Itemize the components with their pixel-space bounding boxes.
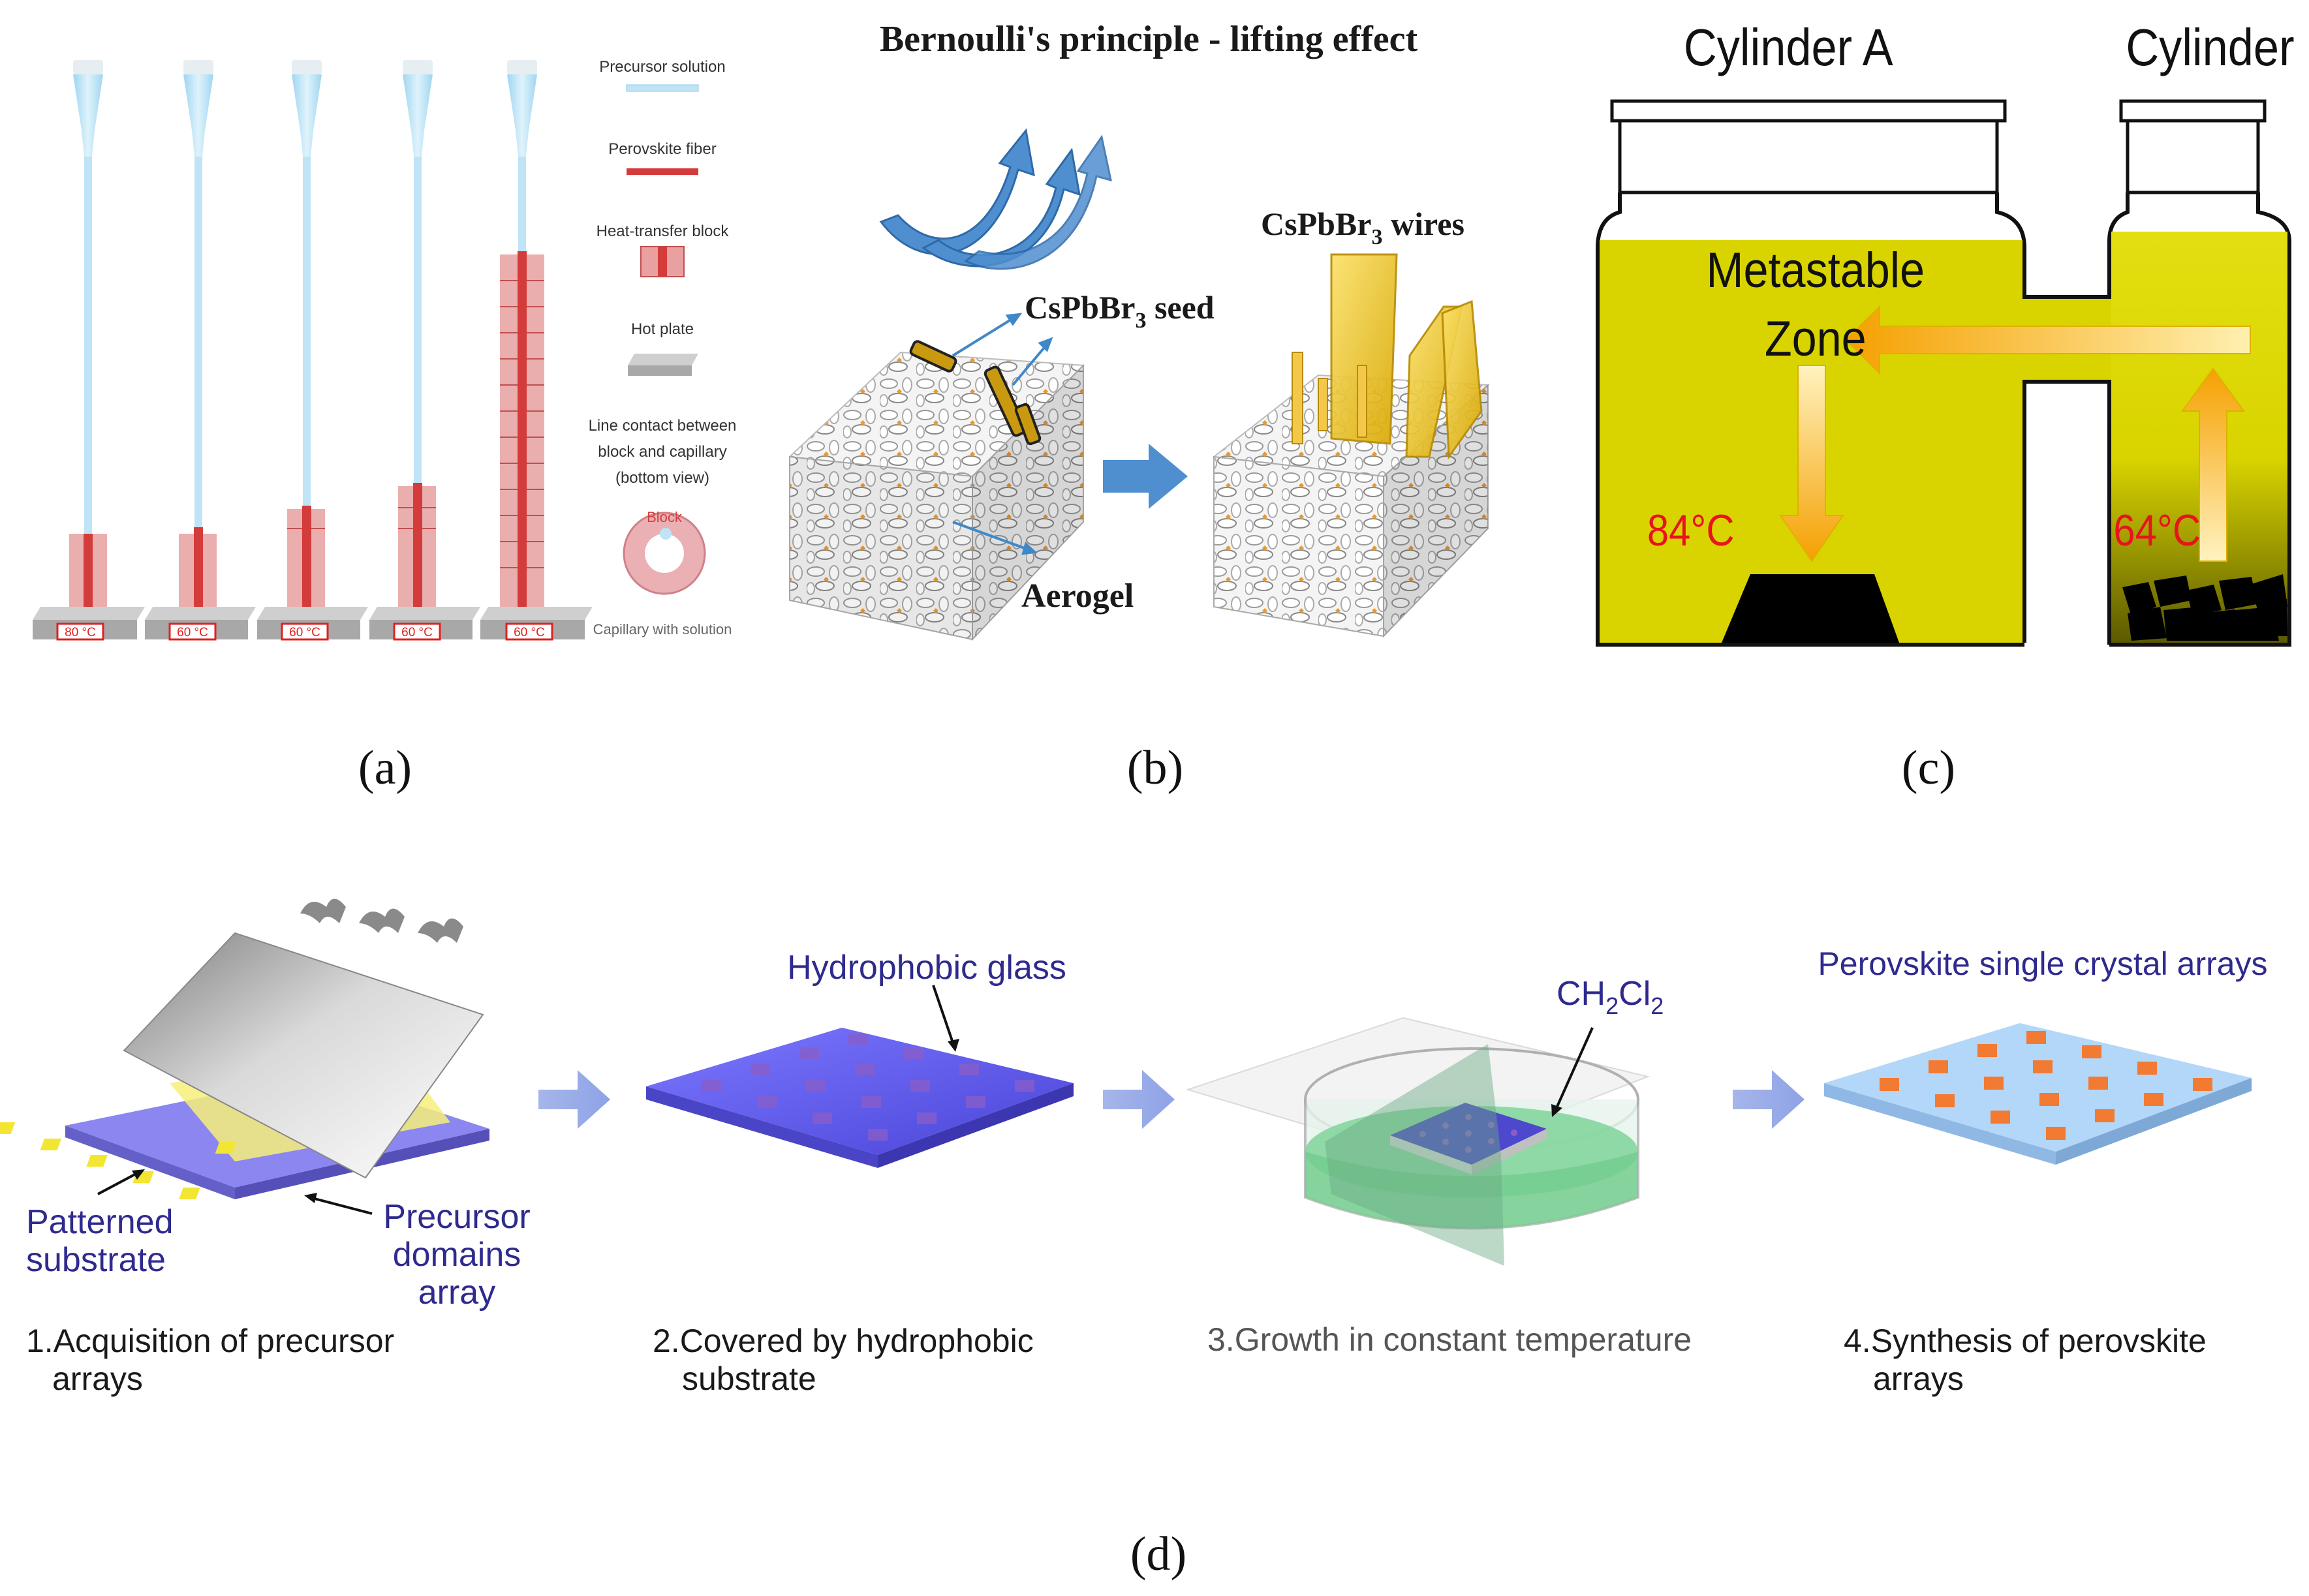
ch2cl2-mid: Cl <box>1619 975 1650 1013</box>
panel-a: 80 °C 60 °C 60 °C 60 °C <box>0 0 757 679</box>
legend-contact-line2: block and capillary <box>598 443 726 461</box>
aerogel-wire-cube <box>1212 253 1490 638</box>
legend-capillary-text: Capillary with solution <box>593 621 732 637</box>
hydrophobic-glass-label: Hydrophobic glass <box>787 949 1066 987</box>
step3-scene <box>1185 1017 1650 1266</box>
wires-label-tail: wires <box>1382 206 1464 242</box>
caption-d: (d) <box>1130 1527 1187 1581</box>
capillary-unit-2: 60 °C <box>145 60 256 641</box>
panel-d: Patterned substrate Precursor domains ar… <box>0 848 2309 1435</box>
process-arrow-2-icon <box>1103 1070 1175 1129</box>
legend-precursor-label: Precursor solution <box>599 58 725 76</box>
seed-label-tail: seed <box>1146 289 1214 326</box>
zone-label-line2: Zone <box>1765 312 1867 367</box>
step1-scene <box>0 898 489 1215</box>
panel-a-diagram: 80 °C 60 °C 60 °C 60 °C <box>33 58 737 641</box>
step4-label-line1: 4.Synthesis of perovskite <box>1844 1323 2207 1359</box>
temp-label-1: 80 °C <box>65 626 96 639</box>
legend-block-label: Heat-transfer block <box>597 223 730 240</box>
temp-label-5: 60 °C <box>514 626 545 639</box>
precursor-label-1: Precursor <box>383 1198 530 1236</box>
ch2cl2-main: CH <box>1557 975 1605 1013</box>
step2-label-line2: substrate <box>682 1360 816 1397</box>
legend-hotplate-label: Hot plate <box>631 320 694 338</box>
patterned-label-1: Patterned <box>26 1203 174 1241</box>
vapor-icon <box>300 898 463 943</box>
step2-scene <box>646 985 1074 1168</box>
wires-label-sub: 3 <box>1371 225 1382 249</box>
step1-label-line1: 1.Acquisition of precursor <box>26 1323 394 1359</box>
legend-block-text: Block <box>647 509 683 525</box>
panel-c: Cylinder A Cylinder B Metastable Zone 84… <box>1579 0 2309 679</box>
arrays-title-label: Perovskite single crystal arrays <box>1818 945 2267 982</box>
capillary-unit-4: 60 °C <box>369 60 480 641</box>
panel-b: Bernoulli's principle - lifting effect C… <box>770 0 1566 679</box>
grown-crystal <box>1722 574 1899 643</box>
step1-label-line2: arrays <box>52 1360 143 1397</box>
temp-b-label: 64°C <box>2113 505 2201 555</box>
step3-label: 3.Growth in constant temperature <box>1207 1321 1692 1358</box>
seed-label: CsPbBr3 seed <box>1025 289 1215 333</box>
panel-d-diagram: Patterned substrate Precursor domains ar… <box>0 898 2268 1397</box>
flow-arrow-up-icon <box>2181 367 2245 562</box>
cylinder-b-label: Cylinder B <box>2126 18 2309 76</box>
flow-arrow-down-icon <box>1779 365 1844 562</box>
zone-label-line1: Metastable <box>1707 243 1925 298</box>
caption-a: (a) <box>358 741 412 795</box>
temp-a-label: 84°C <box>1647 505 1735 555</box>
wires-label-main: CsPbBr <box>1261 206 1371 242</box>
seed-crystals <box>2122 574 2287 641</box>
step4-scene <box>1824 1023 2252 1165</box>
capillary-unit-1: 80 °C <box>33 60 145 641</box>
temp-label-3: 60 °C <box>289 626 320 639</box>
legend-fiber-label: Perovskite fiber <box>608 140 716 158</box>
legend-contact-line3: (bottom view) <box>615 469 709 487</box>
cylinder-b <box>2107 99 2291 647</box>
panel-c-diagram: Cylinder A Cylinder B Metastable Zone 84… <box>1596 18 2309 647</box>
wires-label: CsPbBr3 wires <box>1261 206 1464 249</box>
ch2cl2-sub1: 2 <box>1605 992 1619 1019</box>
patterned-label-2: substrate <box>26 1241 166 1279</box>
transition-arrow-icon <box>1103 444 1188 509</box>
panel-b-diagram: Bernoulli's principle - lifting effect C… <box>788 19 1490 641</box>
caption-c: (c) <box>1901 741 1956 795</box>
seed-label-sub: 3 <box>1135 309 1146 333</box>
lifting-arrows-icon <box>879 128 1112 270</box>
panel-a-legend: Precursor solution Perovskite fiber Heat… <box>589 58 737 637</box>
aerogel-label: Aerogel <box>1021 577 1134 615</box>
legend-contact-line1: Line contact between <box>589 417 737 435</box>
panel-b-title: Bernoulli's principle - lifting effect <box>880 19 1418 59</box>
seed-label-main: CsPbBr <box>1025 289 1135 326</box>
precursor-label-3: array <box>418 1274 495 1312</box>
process-arrow-1-icon <box>538 1070 610 1129</box>
ch2cl2-label: CH2Cl2 <box>1557 975 1664 1019</box>
temp-label-2: 60 °C <box>177 626 208 639</box>
caption-b: (b) <box>1126 741 1184 795</box>
aerogel-seed-cube <box>788 313 1085 641</box>
ch2cl2-sub2: 2 <box>1650 992 1664 1019</box>
step2-label-line1: 2.Covered by hydrophobic <box>653 1323 1034 1359</box>
precursor-label-2: domains <box>393 1236 521 1274</box>
capillary-unit-3: 60 °C <box>257 60 368 641</box>
process-arrow-3-icon <box>1733 1070 1805 1129</box>
cylinder-a-label: Cylinder A <box>1684 18 1894 76</box>
step4-label-line2: arrays <box>1873 1360 1964 1397</box>
flow-arrow-left-icon <box>1844 305 2251 375</box>
temp-label-4: 60 °C <box>401 626 433 639</box>
capillary-unit-5: 60 °C <box>480 60 593 641</box>
